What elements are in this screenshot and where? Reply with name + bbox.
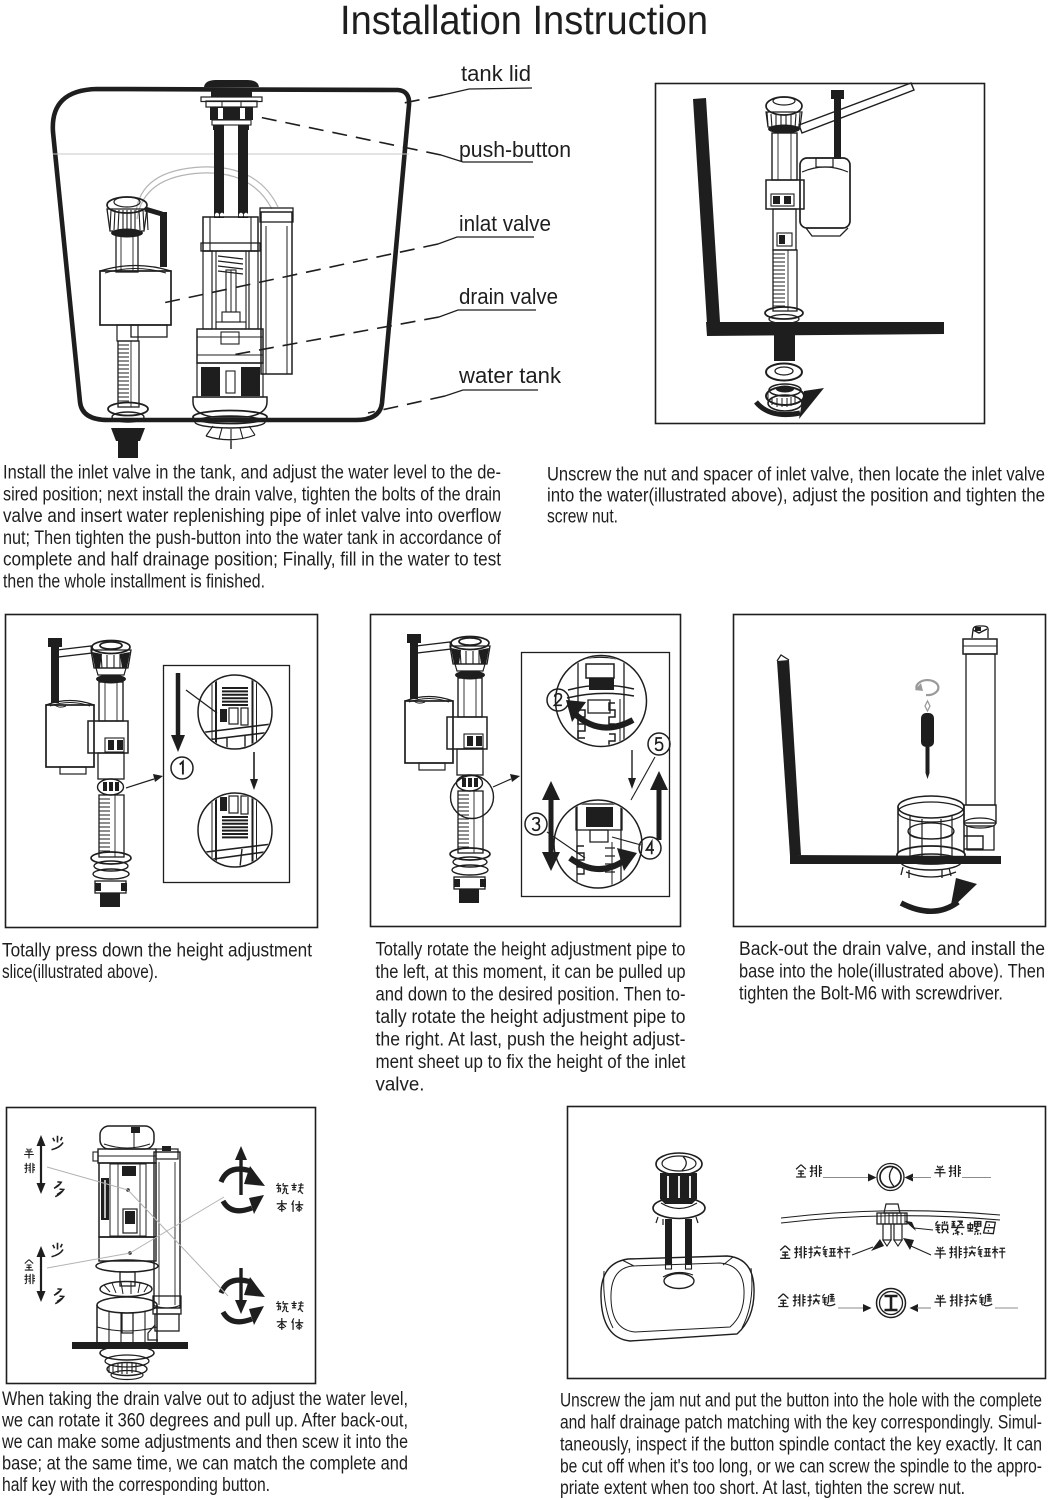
svg-text:the right. At last, push the h: the right. At last, push the height adju…	[376, 1030, 686, 1051]
svg-text:and half drainage patch matchi: and half drainage patch matching with th…	[560, 1413, 1042, 1434]
svg-text:Totally press down the height: Totally press down the height adjustment	[2, 941, 313, 962]
svg-text:tally rotate the height adjust: tally rotate the height adjustment pipe …	[376, 1007, 686, 1028]
svg-text:then the whole installment is: then the whole installment is finished.	[3, 572, 265, 593]
svg-text:tighten the Bolt-M6 with screw: tighten the Bolt-M6 with screwdriver.	[739, 984, 1003, 1005]
svg-text:Installation Instruction: Installation Instruction	[340, 0, 708, 43]
svg-text:we can rotate it 360 degrees a: we can rotate it 360 degrees and pull up…	[1, 1411, 408, 1432]
svg-text:sired position; next install t: sired position; next install the drain v…	[3, 484, 501, 505]
svg-text:push-button: push-button	[459, 137, 571, 162]
svg-text:ment sheet up to fix the heigh: ment sheet up to fix the height of the i…	[376, 1052, 687, 1073]
svg-text:we can make some adjustments a: we can make some adjustments and then sc…	[1, 1432, 408, 1453]
svg-text:Totally rotate the height adju: Totally rotate the height adjustment pip…	[376, 940, 686, 961]
svg-text:into the water(illustrated abo: into the water(illustrated above), adjus…	[547, 486, 1045, 507]
svg-text:complete and half drainage pos: complete and half drainage position; Fin…	[3, 550, 502, 571]
svg-text:nut; Then tighten the push-but: nut; Then tighten the push-button into t…	[3, 528, 502, 549]
svg-text:water tank: water tank	[458, 363, 562, 388]
svg-text:inlat valve: inlat valve	[459, 211, 551, 236]
svg-text:base into the hole(illustrated: base into the hole(illustrated above). T…	[739, 961, 1045, 982]
svg-text:Unscrew the nut and spacer of: Unscrew the nut and spacer of inlet valv…	[547, 465, 1045, 486]
svg-text:drain valve: drain valve	[459, 284, 558, 309]
svg-text:valve and insert water repleni: valve and insert water replenishing pipe…	[3, 506, 501, 527]
svg-text:priate extent when too short.: priate extent when too short. At last, t…	[560, 1478, 965, 1499]
svg-text:slice(illustrated above).: slice(illustrated above).	[2, 962, 158, 983]
svg-text:valve.: valve.	[376, 1075, 425, 1096]
svg-text:taneously, inspect if the butt: taneously, inspect if the button spindle…	[560, 1434, 1042, 1455]
svg-text:screw nut.: screw nut.	[547, 507, 618, 528]
svg-text:Back-out the drain valve, and: Back-out the drain valve, and install th…	[739, 939, 1045, 960]
svg-text:When taking the drain valve ou: When taking the drain valve out to adjus…	[2, 1389, 408, 1410]
svg-text:be cut off when it's too long,: be cut off when it's too long, or we can…	[560, 1457, 1042, 1478]
svg-text:and down to the desired positi: and down to the desired position. Then t…	[376, 985, 686, 1006]
svg-text:Install the inlet valve in the: Install the inlet valve in the tank, and…	[3, 463, 501, 484]
svg-text:base; at the same time, we can: base; at the same time, we can match the…	[2, 1454, 408, 1475]
svg-text:tank lid: tank lid	[461, 61, 531, 86]
svg-text:half key with the correspondin: half key with the corresponding button.	[2, 1475, 270, 1496]
svg-text:Unscrew the jam nut and put th: Unscrew the jam nut and put the button i…	[560, 1391, 1042, 1412]
svg-text:the left, at this moment, it c: the left, at this moment, it can be pull…	[376, 962, 686, 983]
